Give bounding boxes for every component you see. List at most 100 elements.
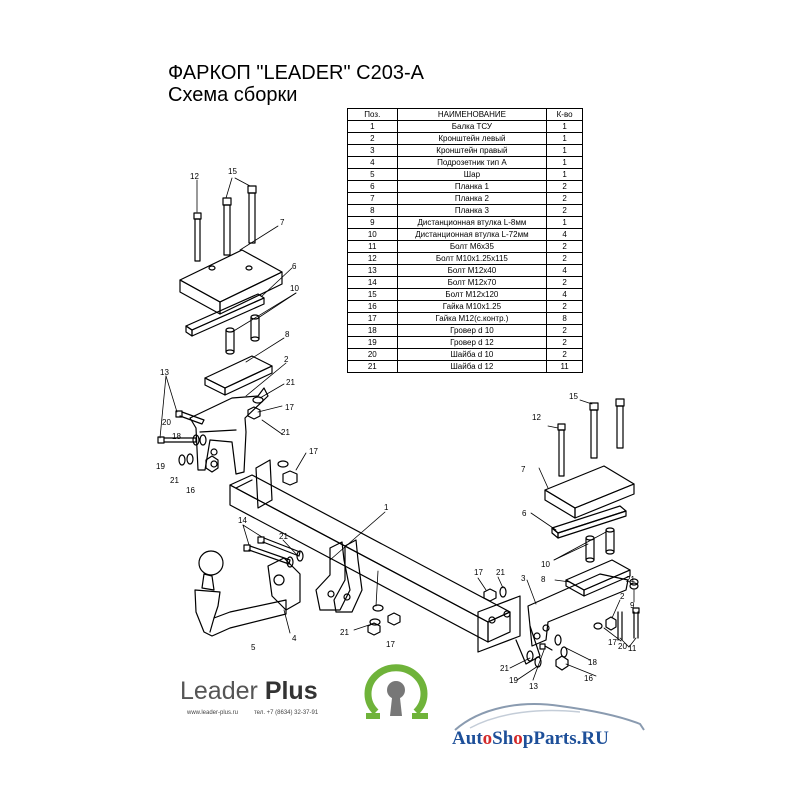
callout-c21a: 21	[170, 476, 179, 485]
bolt-15-left-a	[222, 197, 232, 256]
callout-c21d: 21	[279, 532, 288, 541]
callout-c21c: 21	[281, 428, 290, 437]
callout-c17d: 17	[474, 568, 483, 577]
cell-name: Болт М12х70	[396, 276, 548, 289]
nut-17-left-b	[282, 470, 298, 486]
callout-c17a: 17	[285, 403, 294, 412]
spacer-10-right-a	[585, 535, 595, 563]
callout-c1: 1	[384, 503, 389, 512]
callout-c2b: 2	[620, 592, 625, 601]
callout-c16a: 16	[186, 486, 195, 495]
plate-8-right	[565, 559, 631, 597]
plate-7-right	[544, 465, 635, 519]
callout-c7a: 7	[280, 218, 285, 227]
right-upper-nuts	[483, 586, 507, 602]
cell-name: Шайба d 12	[396, 360, 548, 373]
callout-c20a: 20	[162, 418, 171, 427]
plate-6-left	[185, 293, 265, 337]
cell-pos: 21	[347, 360, 398, 373]
callout-c17c: 17	[386, 640, 395, 649]
washers-left-group	[178, 434, 219, 473]
brand-name-bold: Plus	[264, 677, 318, 705]
callout-c13b: 13	[529, 682, 538, 691]
spacer-10-right-b	[605, 527, 615, 555]
callout-c14: 14	[238, 516, 247, 525]
bolt-13-left-b	[175, 410, 205, 425]
brand-phone: тел. +7 (8634) 32-37-91	[254, 710, 319, 716]
plate-8-left	[204, 355, 273, 396]
callout-c12a: 12	[190, 172, 199, 181]
brand-url: www.leader-plus.ru	[187, 710, 239, 716]
callout-c21b: 21	[286, 378, 295, 387]
callout-c17b: 17	[309, 447, 318, 456]
callout-c21h: 21	[500, 664, 509, 673]
watermark-text: AutoShopParts.RU	[452, 728, 609, 749]
bolt-14-b	[257, 536, 301, 557]
callout-c10a: 10	[290, 284, 299, 293]
hitch-mount-plates	[315, 539, 363, 613]
callout-c8a: 8	[285, 330, 290, 339]
right-lower-hardware	[526, 607, 640, 671]
callout-c10b: 10	[541, 560, 550, 569]
cell-qty: 11	[546, 360, 583, 373]
bolt-15-right-b	[615, 398, 625, 449]
bolt-15-right-a	[589, 402, 599, 459]
bolt-15-left-b	[247, 185, 257, 244]
brand-name: Leader	[180, 677, 258, 705]
callout-c18a: 18	[172, 432, 181, 441]
callout-c9: 9	[630, 601, 635, 610]
leader-plus-emblem-icon	[364, 664, 428, 719]
washer-21-center	[286, 550, 304, 568]
callout-c21g: 21	[626, 575, 635, 584]
plate-6-right	[551, 505, 627, 539]
washer-21-left-a	[252, 396, 264, 404]
bolt-12-left	[193, 212, 202, 262]
callout-c19a: 19	[156, 462, 165, 471]
plate-7-left	[179, 249, 283, 315]
spacer-9	[629, 578, 639, 590]
callout-c6b: 6	[522, 509, 527, 518]
bracket-2-left	[189, 387, 269, 475]
bolt-13-left-a	[157, 436, 197, 444]
callout-c3: 3	[521, 574, 526, 583]
bracket-3-right	[515, 573, 629, 665]
callout-c12b: 12	[532, 413, 541, 422]
bolt-14-a	[243, 544, 291, 565]
callout-c7b: 7	[521, 465, 526, 474]
callout-c17e: 17	[608, 638, 617, 647]
nut-17-left-a	[247, 406, 261, 420]
callout-c15a: 15	[228, 167, 237, 176]
car-silhouette-icon	[454, 703, 645, 731]
page-subtitle: Схема сборки	[168, 84, 298, 106]
brand-logo-text: Leader Plus	[180, 677, 318, 705]
washer-21-left-b	[277, 460, 289, 468]
callout-c19b: 19	[509, 676, 518, 685]
spacer-10-left-a	[225, 327, 235, 355]
callout-c13a: 13	[160, 368, 169, 377]
callout-c5: 5	[251, 643, 256, 652]
parts-table-header: Поз. НАИМЕНОВАНИЕ К-во	[347, 108, 583, 121]
callout-c8b: 8	[541, 575, 546, 584]
callout-c18b: 18	[588, 658, 597, 667]
callout-c20b: 20	[618, 642, 627, 651]
socket-plate-4	[267, 557, 301, 611]
tow-ball-5	[194, 550, 287, 637]
callout-c21f: 21	[496, 568, 505, 577]
center-nuts	[367, 604, 401, 636]
callout-c15b: 15	[569, 392, 578, 401]
callout-c6a: 6	[292, 262, 297, 271]
page-title: ФАРКОП "LEADER" C203-A	[168, 62, 424, 84]
